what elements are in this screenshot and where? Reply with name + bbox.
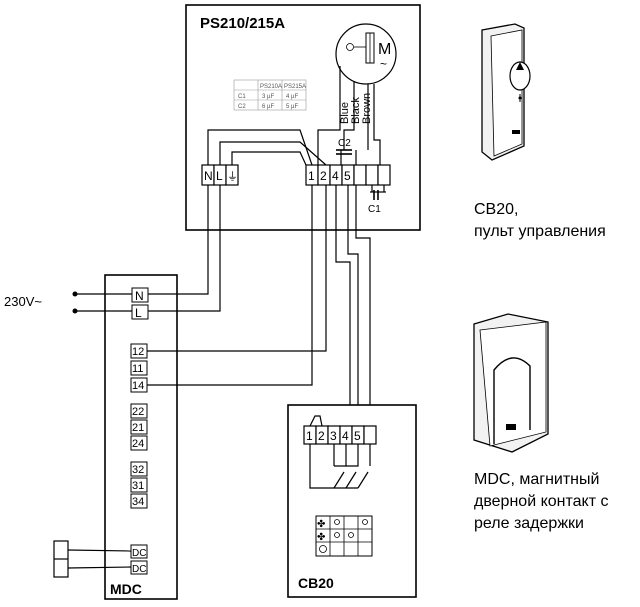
motor-ac-symbol: ~ [380,57,387,71]
fan-icon-2: ✤ [317,532,325,543]
supply-input: 230V~ [4,291,132,314]
mdc-terminal-34: 34 [132,496,144,508]
motor-label: M [378,41,391,58]
mdc-terminal-dc2: DC [132,564,146,575]
cb20-terminal-4: 4 [342,429,349,443]
heater-terminal-2: 2 [320,169,327,183]
capacitor-table: PS210A PS215A C1 3 µF 4 µF C2 6 µF 5 µF [233,79,307,111]
heater-terminal-4: 4 [332,169,339,183]
mdc-terminal-22: 22 [132,406,144,418]
cb20-jumper [309,415,323,427]
mdc-dc-terminals: DC DC [130,544,148,575]
cb20-terminal-5: 5 [354,429,361,443]
table-row2-label: C2 [238,104,246,110]
table-header-ps210a: PS210A [260,84,282,90]
cb20-terminal-block: 1 2 3 4 5 [303,425,377,445]
mdc-relay1-terminals: 12 11 14 [130,343,148,393]
table-row2-ps215a: 5 µF [286,104,298,110]
thermal-fuse-icon [346,43,354,51]
heater-title: PS210/215A [200,15,285,32]
table-row1-ps210a: 3 µF [262,94,274,100]
wire-label-black: Black [350,97,362,124]
capacitor-c2: C2 [336,138,352,155]
supply-label: 230V~ [4,294,42,309]
c2-label: C2 [338,138,351,149]
table-row1-label: C1 [238,94,246,100]
mdc-terminal-32: 32 [132,464,144,476]
mdc-terminal-dc1: DC [132,548,146,559]
table-row1-ps215a: 4 µF [286,94,298,100]
heater-terminal-1: 1 [308,169,315,183]
mdc-terminal-31: 31 [132,480,144,492]
mdc-relay2-terminals: 22 21 24 [130,403,148,451]
cb20-caption-line1: CB20, [474,201,518,218]
motor-symbol: M ~ [335,23,397,85]
fan-speed-grid: ✤ ✤ [315,515,373,557]
capacitor-c1: C1 [368,185,386,215]
cb20-device-image [481,23,531,161]
table-header-ps215a: PS215A [284,84,306,90]
mdc-terminal-n: N [135,289,144,303]
mdc-relay3-terminals: 32 31 34 [130,461,148,509]
motor-wires [317,66,381,165]
wire-label-blue: Blue [339,102,351,124]
mdc-caption-line3: реле задержки [474,515,584,532]
ground-icon: ⏚ [227,170,238,183]
mdc-terminal-14: 14 [132,380,144,392]
mdc-terminal-21: 21 [132,422,144,434]
magnetic-sensor-icon [53,540,132,578]
cb20-terminal-3: 3 [330,429,337,443]
heater-terminal-5: 5 [344,169,351,183]
wire-label-brown: Brown [361,93,373,124]
mdc-terminal-12: 12 [132,346,144,358]
cb20-caption-line2: пульт управления [474,223,606,240]
heater-terminal-n: N [204,169,213,183]
cb20-title: CB20 [298,575,334,591]
mdc-terminal-l: L [135,306,142,320]
mdc-caption-line2: дверной контакт с [474,493,608,510]
heater-terminal-block-left: N L ⏚ [201,164,239,186]
interconnect-wires [147,185,371,426]
table-row2-ps210a: 6 µF [262,104,274,110]
cb20-unit: CB20 1 2 3 4 5 [287,404,417,598]
mdc-device-image [473,313,549,453]
heater-unit: PS210/215A M ~ PS210A PS215A C1 3 µF 4 µ… [185,4,421,231]
mdc-terminal-24: 24 [132,438,144,450]
mdc-power-terminals: N L [131,287,149,320]
cb20-switches [309,444,371,489]
c1-label: C1 [368,204,381,215]
mdc-title: MDC [110,581,142,597]
mdc-terminal-11: 11 [132,363,143,375]
cb20-terminal-2: 2 [318,429,325,443]
heater-terminal-l: L [216,169,223,183]
fan-icon-1: ✤ [317,519,325,530]
mdc-caption-line1: MDC, магнитный [474,471,599,488]
heater-terminal-block-right: 1 2 4 5 [305,164,391,186]
mdc-unit: MDC N L 12 11 14 22 21 24 32 [104,274,178,600]
internal-wires [207,129,327,166]
cb20-terminal-1: 1 [306,429,313,443]
